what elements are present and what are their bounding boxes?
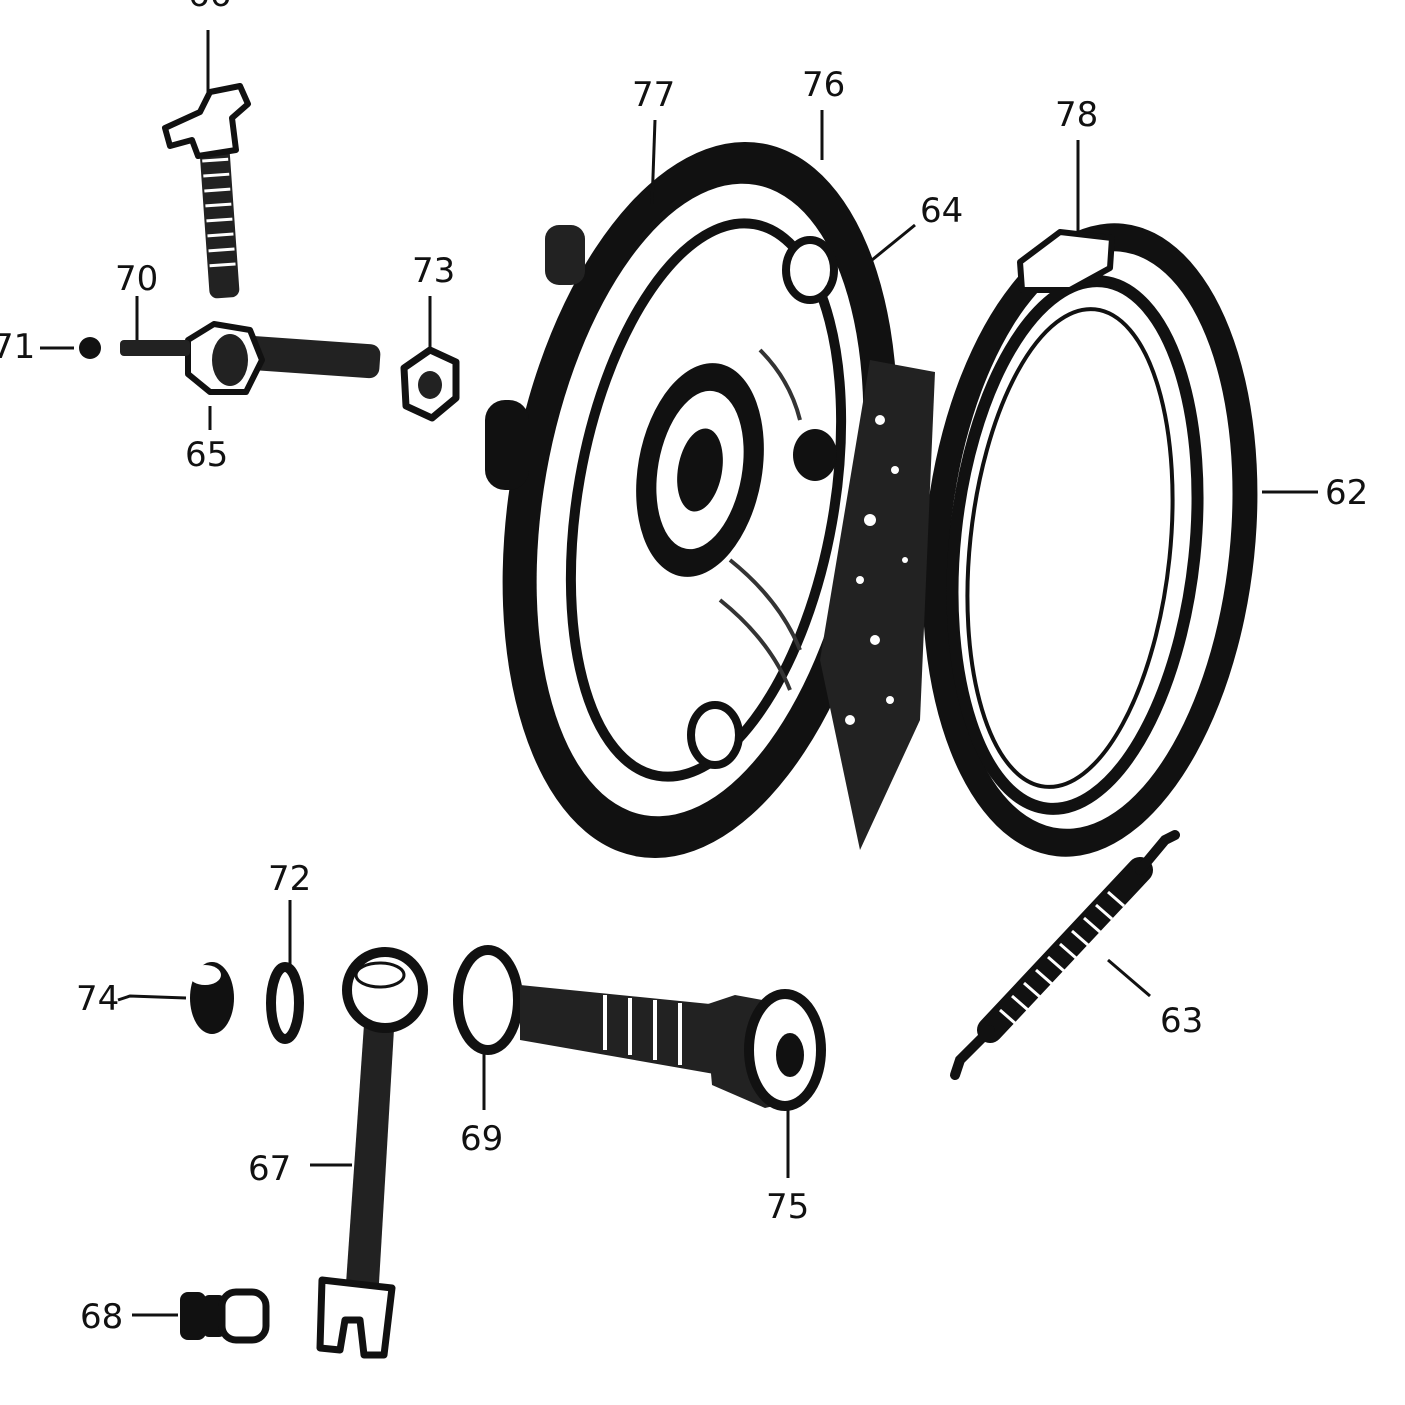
part-77-backplate: [485, 141, 898, 859]
label-65: 65: [185, 435, 228, 475]
label-64: 64: [920, 191, 963, 231]
label-75: 75: [766, 1187, 809, 1227]
part-67-lever-arm: [316, 947, 428, 1359]
label-72: 72: [268, 859, 311, 899]
part-69-washer: [453, 945, 523, 1055]
part-73-nut: [400, 346, 460, 422]
part-62-brake-shoe: [820, 223, 1258, 857]
label-77: 77: [632, 75, 675, 115]
label-70: 70: [115, 259, 158, 299]
label-62: 62: [1325, 473, 1368, 513]
label-67: 67: [248, 1149, 291, 1189]
leader-lines: [117, 30, 1318, 1317]
part-75-cam-spindle: [520, 985, 826, 1111]
part-72-washer: [266, 962, 304, 1044]
label-63: 63: [1160, 1001, 1203, 1041]
part-70-stud: [120, 340, 190, 356]
part-66-wing-bolt: [162, 83, 251, 299]
label-74: 74: [76, 979, 119, 1019]
label-69: 69: [460, 1119, 503, 1159]
label-76: 76: [802, 65, 845, 105]
part-74-nut: [189, 962, 234, 1034]
part-63-spring: [950, 830, 1180, 1080]
part-65-eye-bolt: [185, 321, 381, 395]
part-68-nipple: [180, 1288, 270, 1344]
part-78-shoe-block: [1017, 229, 1115, 293]
label-66: 66: [188, 0, 231, 15]
label-73: 73: [412, 251, 455, 291]
label-68: 68: [80, 1297, 123, 1337]
label-78: 78: [1055, 95, 1098, 135]
label-71: 71: [0, 327, 35, 367]
part-71-ball: [40, 337, 101, 359]
